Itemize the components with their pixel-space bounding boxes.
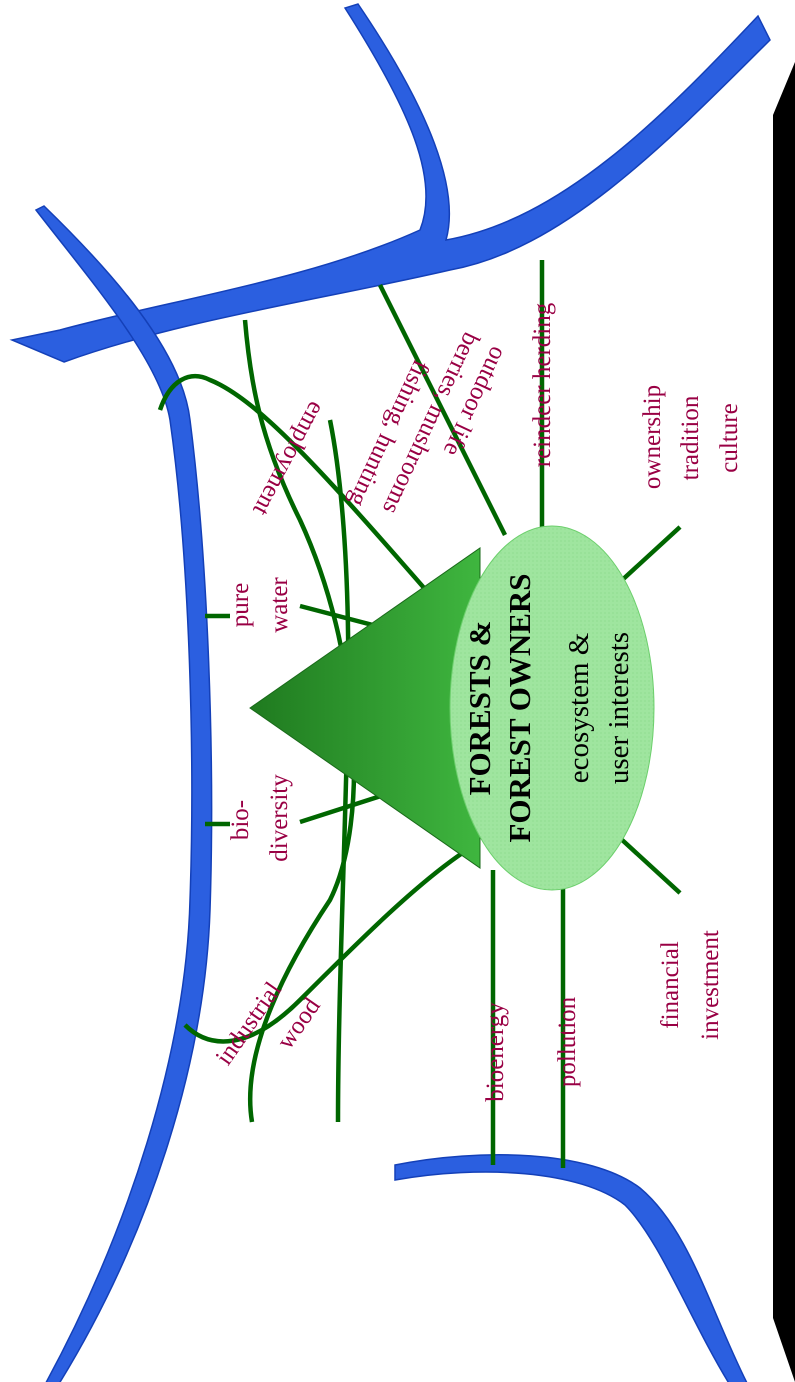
- bottom-river-band: [394, 1154, 748, 1382]
- link-ownership: [618, 525, 682, 584]
- center-title-line2: FOREST OWNERS: [502, 573, 537, 842]
- forests-ellipse: [449, 525, 655, 891]
- center-title-line1: FORESTS &: [462, 621, 497, 796]
- label-bio: bio-: [227, 800, 254, 840]
- label-tradition: tradition: [677, 395, 704, 480]
- upper-left-river-band: [9, 3, 771, 363]
- center-text: FORESTS &: [462, 621, 497, 796]
- label-bioenergy: bioenergy: [482, 1002, 509, 1102]
- center-subtitle-line1: ecosystem &: [563, 632, 595, 783]
- label-culture: culture: [716, 403, 743, 472]
- link-industrial-curve: [183, 846, 472, 1044]
- link-financial: [618, 836, 682, 895]
- link-employment-arc: [157, 374, 447, 614]
- label-ownership: ownership: [639, 385, 666, 489]
- label-water: water: [266, 577, 293, 633]
- label-reindeer: reindeer herding: [529, 302, 556, 467]
- label-pure: pure: [227, 583, 254, 627]
- label-diversity: diversity: [266, 774, 293, 862]
- left-curve-band: [34, 205, 213, 1382]
- label-investment: investment: [697, 930, 724, 1040]
- link-outdoor: [377, 283, 508, 537]
- center-subtitle-line2: user interests: [603, 632, 635, 784]
- label-pollution: pollution: [554, 996, 581, 1087]
- right-black-bar: [773, 62, 795, 1382]
- label-financial: financial: [657, 941, 684, 1029]
